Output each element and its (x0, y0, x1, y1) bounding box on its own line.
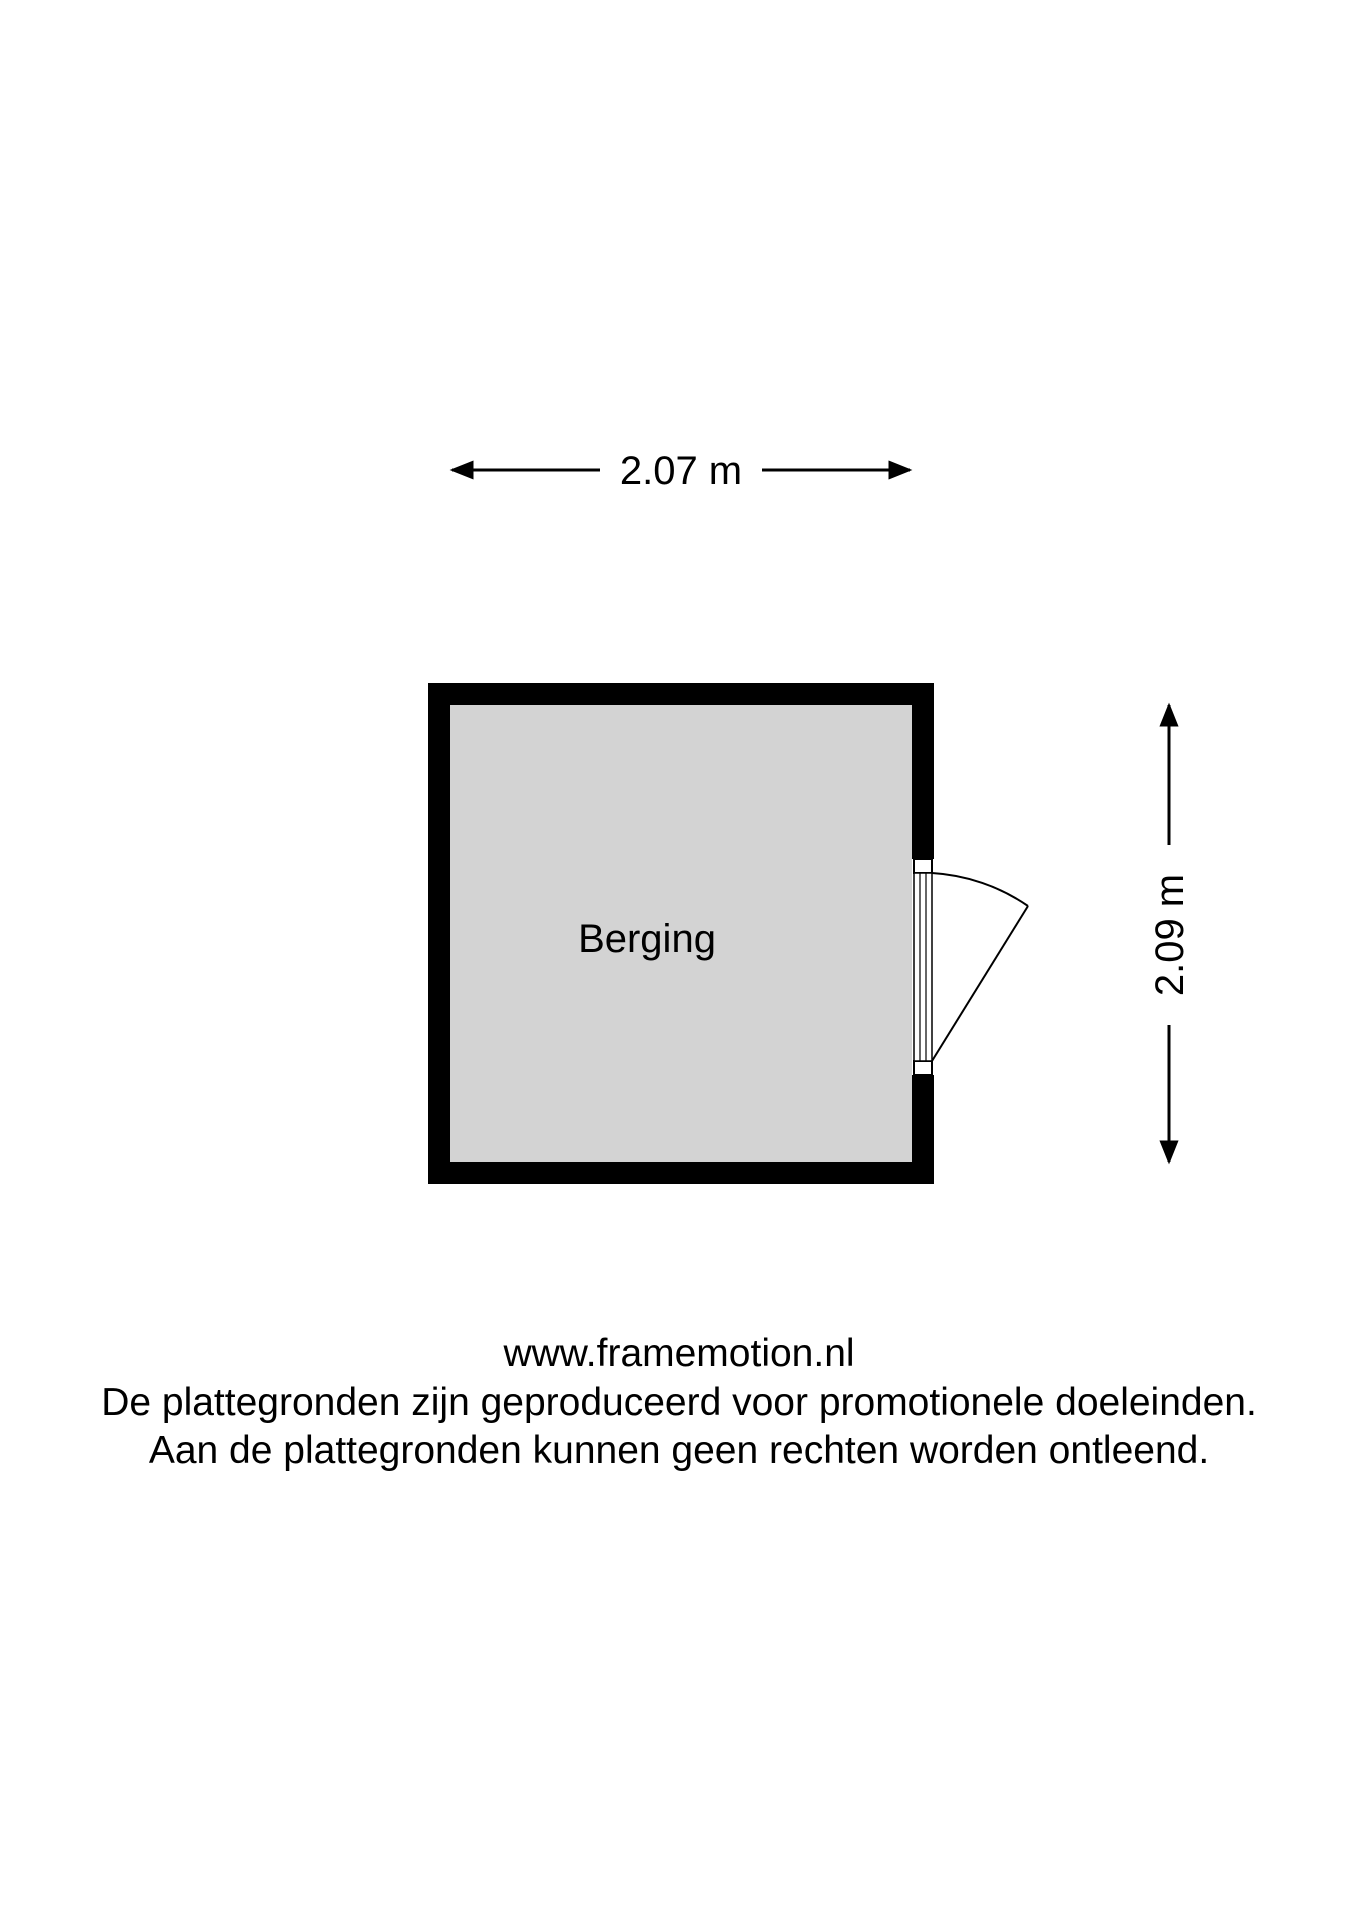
walls (428, 683, 934, 1184)
door-frame-top (913, 858, 933, 874)
footer-disclaimer-line1: De plattegronden zijn geproduceerd voor … (101, 1381, 1257, 1424)
room-floor-berging (450, 705, 912, 1162)
width-dimension-label: 2.07 m (620, 449, 742, 493)
footer-disclaimer-line2: Aan de plattegronden kunnen geen rechten… (148, 1429, 1210, 1472)
door-leaf (931, 905, 1029, 1062)
height-dimension: 2.09 m (1148, 702, 1192, 1165)
wall-top (428, 683, 934, 705)
width-dimension: 2.07 m (449, 449, 913, 493)
wall-right-upper (912, 683, 934, 859)
door-threshold (913, 872, 933, 1062)
wall-left (428, 683, 450, 1184)
wall-right-lower (912, 1075, 934, 1184)
wall-bottom (428, 1162, 934, 1184)
door-frame-bottom (913, 1060, 933, 1076)
room-label-berging: Berging (578, 917, 716, 961)
door-swing-arc (931, 872, 1029, 907)
height-dimension-label: 2.09 m (1148, 874, 1192, 996)
footer-website: www.framemotion.nl (503, 1332, 855, 1375)
door (913, 858, 1029, 1076)
